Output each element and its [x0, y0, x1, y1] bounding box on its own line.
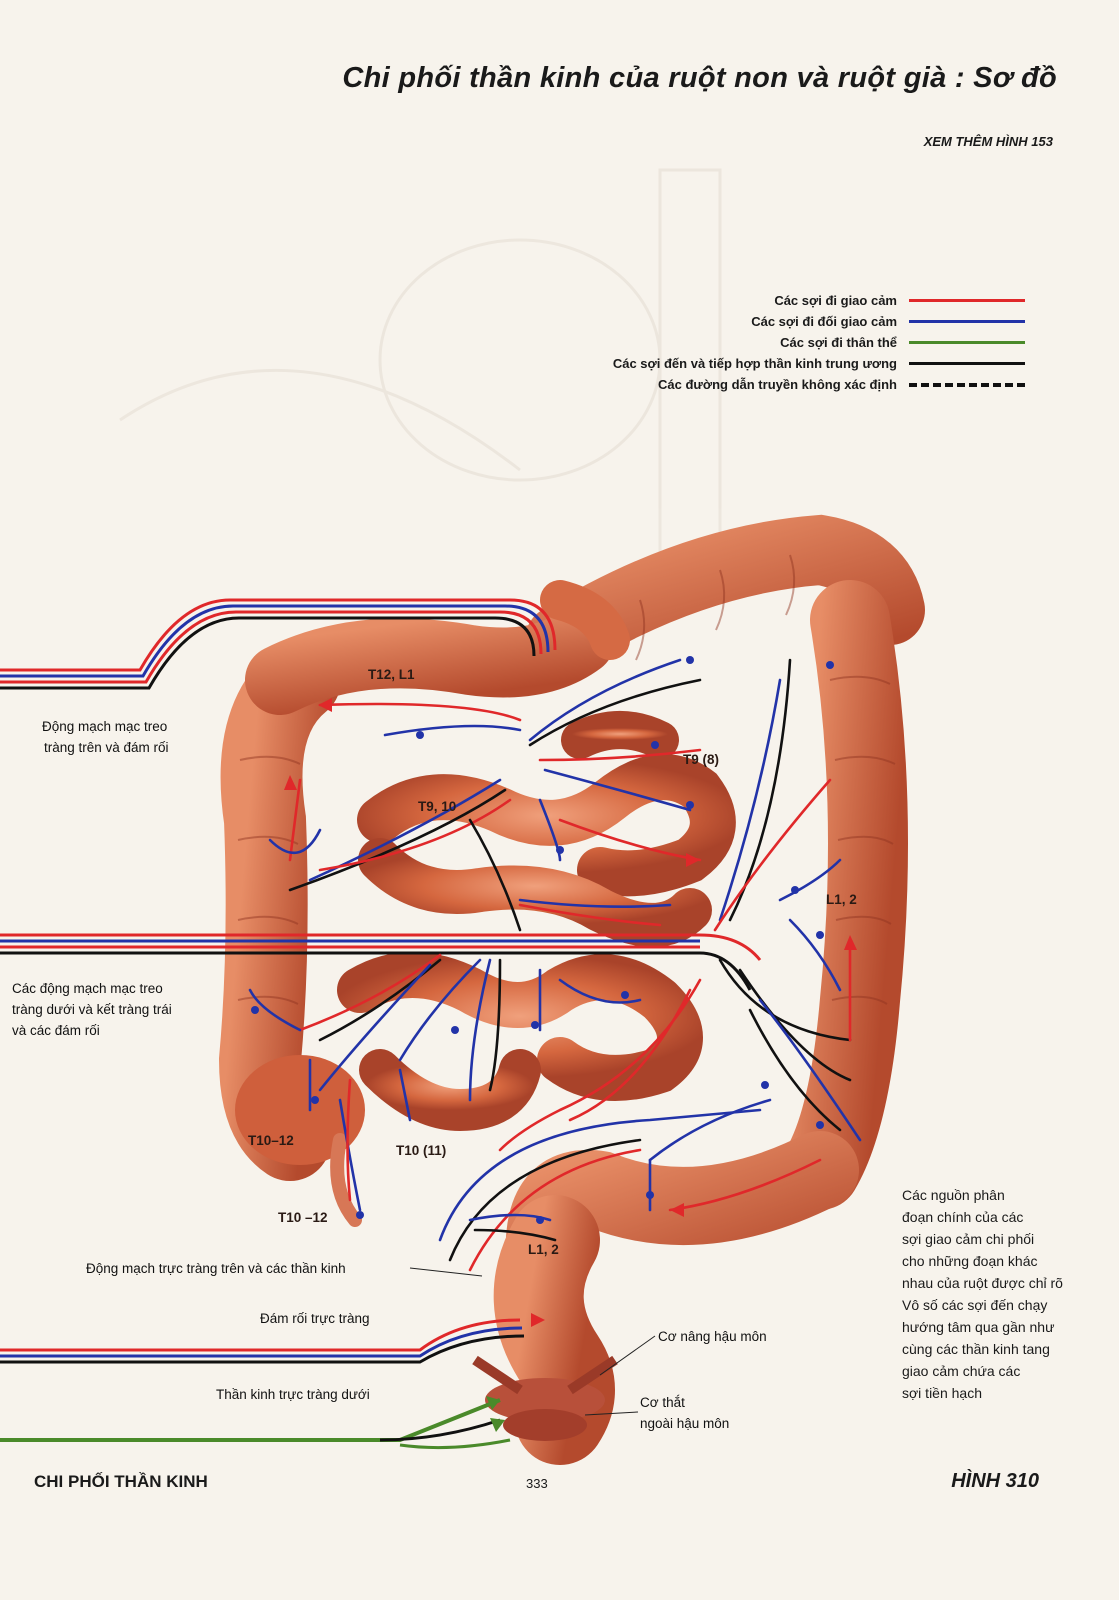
note-line: cho những đoạn khác [902, 1253, 1038, 1269]
legend-label: Các sợi đến và tiếp hợp thần kinh trung … [612, 356, 897, 371]
legend-item-undetermined: Các đường dẫn truyền không xác định [465, 374, 1025, 395]
legend-label: Các sợi đi thân thể [780, 335, 897, 350]
legend-label: Các sợi đi đối giao cảm [751, 314, 897, 329]
page-number: 333 [526, 1476, 548, 1491]
label-levator-ani: Cơ nâng hậu môn [658, 1329, 767, 1344]
segment-t10-11: T10 (11) [396, 1143, 447, 1158]
fiber-markers [251, 656, 857, 1432]
nerve-bundles [0, 598, 762, 1450]
legend-swatch-black [909, 362, 1025, 365]
segment-t12-l1: T12, L1 [368, 667, 415, 682]
segment-l1-2-right: L1, 2 [826, 892, 857, 907]
label-line: Cơ thắt [640, 1395, 685, 1410]
note-line: giao cảm chứa các [902, 1363, 1021, 1379]
segment-t10-12-b: T10 –12 [278, 1210, 328, 1225]
label-leaders [409, 1267, 656, 1416]
label-line: ngoài hậu môn [640, 1416, 730, 1431]
note-line: đoạn chính của các [902, 1209, 1024, 1225]
explanatory-note: Các nguồn phân đoạn chính của các sợi gi… [902, 1184, 1063, 1404]
segment-l1-2-rectum: L1, 2 [528, 1242, 559, 1257]
note-line: nhau của ruột được chỉ rõ [902, 1275, 1063, 1291]
segment-t10-12-a: T10–12 [248, 1133, 294, 1148]
label-external-sphincter: Cơ thắt ngoài hậu môn [640, 1392, 729, 1434]
appendix [330, 1133, 362, 1227]
figure-number: HÌNH 310 [951, 1470, 1039, 1492]
large-intestine [218, 514, 925, 1465]
label-line: tràng dưới và kết tràng trái [12, 1002, 172, 1017]
label-line: tràng trên và đám rối [44, 740, 169, 755]
segment-t9-8: T9 (8) [683, 752, 720, 767]
nerve-branches [248, 658, 862, 1272]
label-rectal-plexus: Đám rối trực tràng [260, 1311, 370, 1326]
label-line: Động mạch mạc treo [42, 719, 168, 734]
legend-item-somatic: Các sợi đi thân thể [465, 332, 1025, 353]
note-line: hướng tâm qua gần như [902, 1319, 1055, 1335]
label-superior-rectal: Động mạch trực tràng trên và các thần ki… [86, 1261, 346, 1276]
legend-label: Các sợi đi giao cảm [774, 293, 897, 308]
segment-t9-10: T9, 10 [418, 799, 457, 814]
note-line: sợi tiền hạch [902, 1385, 983, 1401]
anal-muscles [472, 1355, 618, 1441]
label-sma: Động mạch mạc treo tràng trên và đám rối [42, 716, 169, 758]
label-line: và các đám rối [12, 1023, 100, 1038]
note-line: Vô số các sợi đến chạy [902, 1297, 1048, 1313]
footer-section-title: CHI PHỐI THẦN KINH [34, 1472, 208, 1491]
label-inferior-rectal-nerve: Thần kinh trực tràng dưới [216, 1387, 370, 1402]
see-also-reference: XEM THÊM HÌNH 153 [923, 134, 1053, 149]
note-line: cùng các thần kinh tang [902, 1341, 1050, 1357]
note-line: sợi giao cảm chi phối [902, 1231, 1035, 1247]
legend-item-afferent: Các sợi đến và tiếp hợp thần kinh trung … [465, 353, 1025, 374]
descending-colon [780, 580, 908, 1210]
transverse-colon [525, 514, 925, 675]
legend-item-sympathetic: Các sợi đi giao cảm [465, 290, 1025, 311]
legend-swatch-green [909, 341, 1025, 344]
legend-label: Các đường dẫn truyền không xác định [658, 377, 897, 392]
legend: Các sợi đi giao cảm Các sợi đi đối giao … [465, 290, 1025, 395]
legend-swatch-dashed [909, 382, 1025, 387]
label-ima: Các động mạch mạc treo tràng dưới và kết… [12, 978, 172, 1041]
legend-item-parasympathetic: Các sợi đi đối giao cảm [465, 311, 1025, 332]
legend-swatch-blue [909, 320, 1025, 323]
note-line: Các nguồn phân [902, 1187, 1005, 1203]
label-line: Các động mạch mạc treo [12, 981, 163, 996]
legend-swatch-red [909, 299, 1025, 302]
figure-title: Chi phối thần kinh của ruột non và ruột … [342, 62, 1057, 94]
